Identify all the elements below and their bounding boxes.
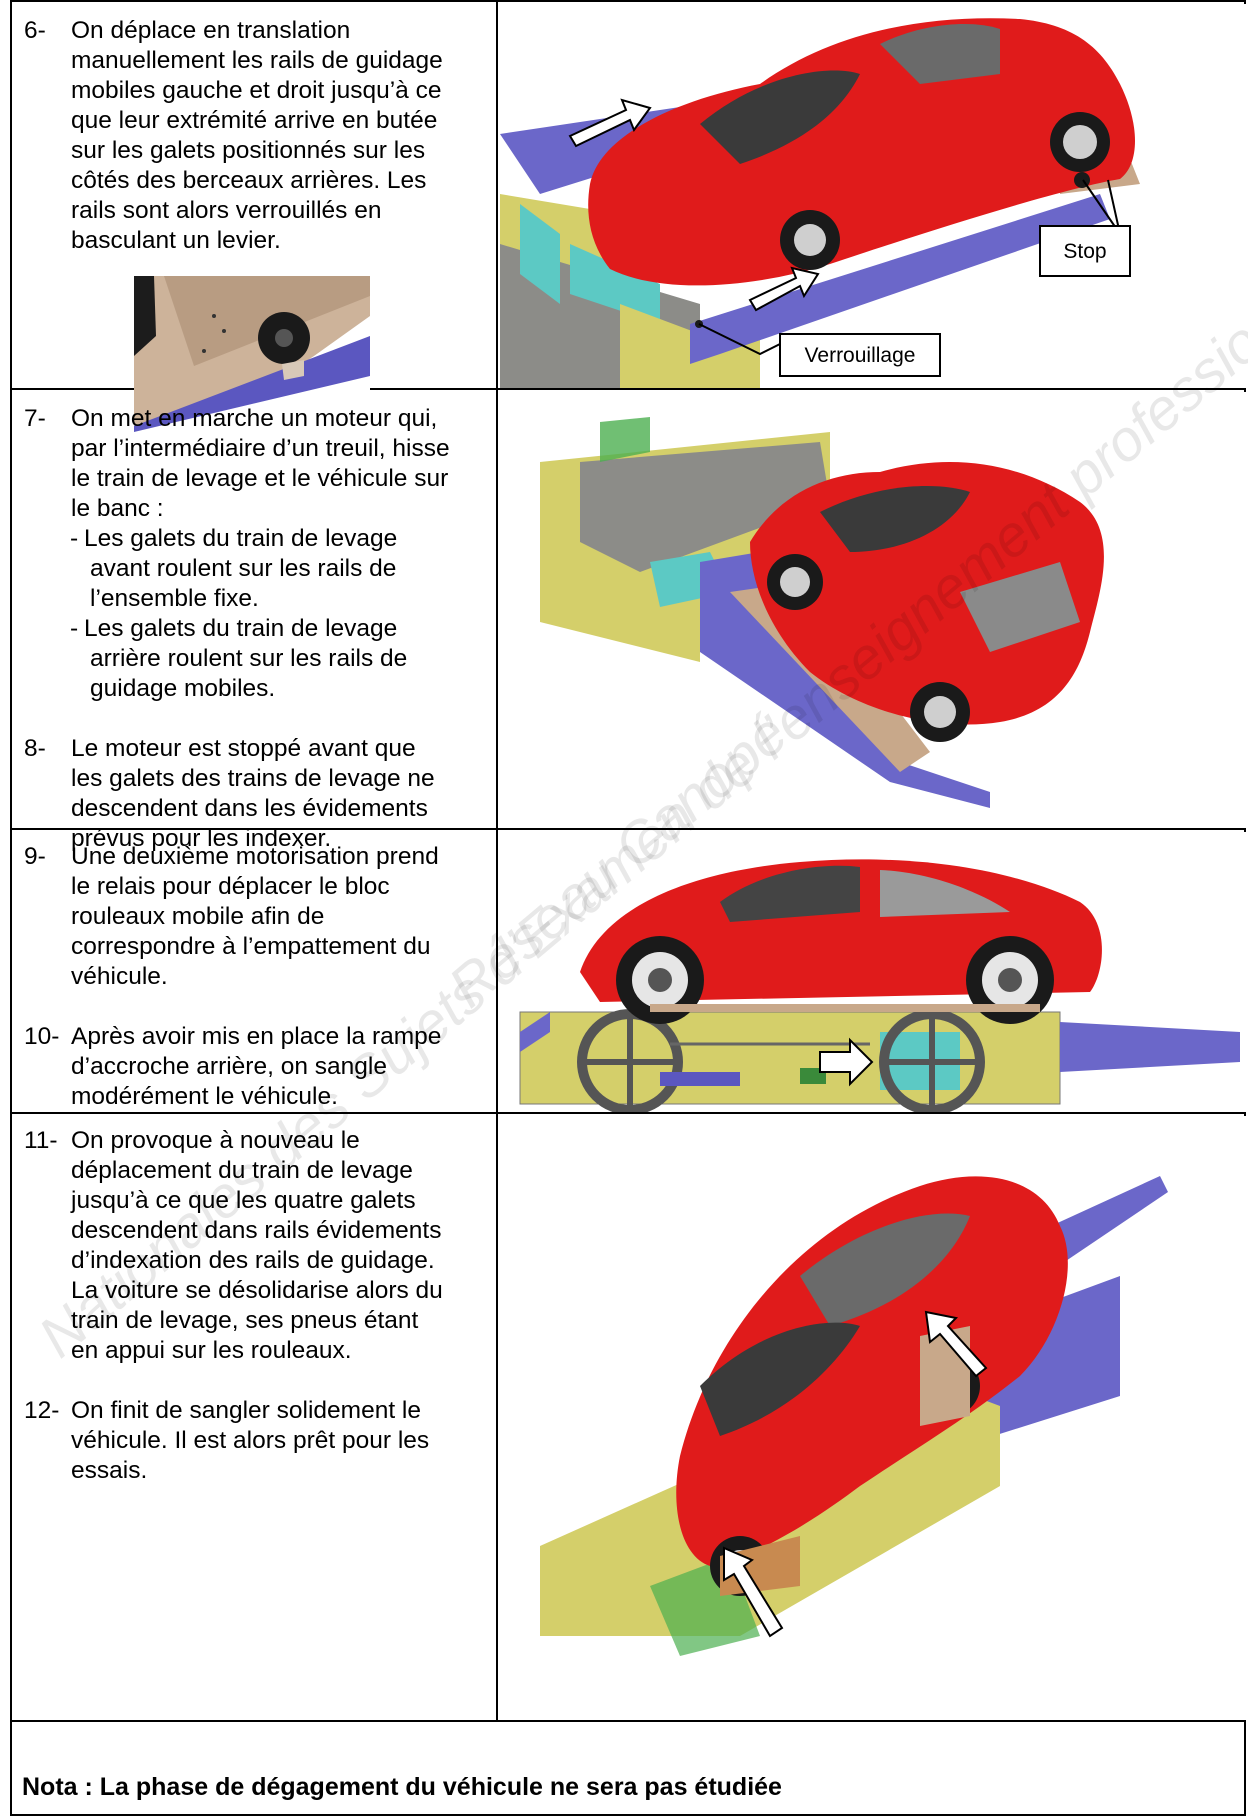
text-line: correspondre à l’empattement du xyxy=(71,933,431,960)
text-line: véhicule. xyxy=(71,963,168,990)
text-line: mobiles gauche et droit jusqu’à ce xyxy=(71,77,442,104)
bullet-dash: - xyxy=(70,615,79,642)
row-divider-1 xyxy=(12,388,1244,390)
text-line: La voiture se désolidarise alors du xyxy=(71,1277,443,1304)
text-line: prévus pour les indexer. xyxy=(71,825,332,852)
step-11-12-text: 11- On provoque à nouveau le déplacement… xyxy=(24,1126,484,1486)
text-line: côtés des berceaux arrières. Les xyxy=(71,167,427,194)
text-line: avant roulent sur les rails de xyxy=(90,555,397,582)
document-page: 6- On déplace en translation manuellemen… xyxy=(10,0,1246,1816)
text-line: que leur extrémité arrive en butée xyxy=(71,107,438,134)
text-line: l’ensemble fixe. xyxy=(90,585,259,612)
text-line: train de levage, ses pneus étant xyxy=(71,1307,419,1334)
text-line: Après avoir mis en place la rampe xyxy=(71,1023,442,1050)
text-line: On déplace en translation xyxy=(71,17,351,44)
text-line: les galets des trains de levage ne xyxy=(71,765,435,792)
row-divider-4 xyxy=(12,1720,1244,1722)
text-line: essais. xyxy=(71,1457,148,1484)
stop-callout-label: Stop xyxy=(1063,240,1106,263)
text-line: modérément le véhicule. xyxy=(71,1083,338,1110)
step-6-text: 6- On déplace en translation manuellemen… xyxy=(24,16,484,256)
final-indexing-figure xyxy=(500,1116,1246,1720)
text-line: guidage mobiles. xyxy=(90,675,276,702)
text-line: Le moteur est stoppé avant que xyxy=(71,735,416,762)
text-line: par l’intermédiaire d’un treuil, hisse xyxy=(71,435,450,462)
text-line: sur les galets positionnés sur les xyxy=(71,137,426,164)
text-line: le banc : xyxy=(71,495,164,522)
winch-hoisting-figure xyxy=(500,392,1246,828)
text-line: Une deuxième motorisation prend xyxy=(71,843,439,870)
column-divider xyxy=(496,2,498,1722)
bullet-dash: - xyxy=(70,525,79,552)
row-divider-2 xyxy=(12,828,1244,830)
text-line: d’indexation des rails de guidage. xyxy=(71,1247,435,1274)
nota-footnote: Nota : La phase de dégagement du véhicul… xyxy=(22,1773,782,1801)
text-line: descendent dans les évidements xyxy=(71,795,428,822)
text-line: manuellement les rails de guidage xyxy=(71,47,443,74)
text-line: basculant un levier. xyxy=(71,227,281,254)
text-line: Les galets du train de levage xyxy=(84,615,398,642)
step-number: 12- xyxy=(24,1397,60,1424)
step-number: 7- xyxy=(24,405,46,432)
row-divider-3 xyxy=(12,1112,1244,1114)
text-line: le train de levage et le véhicule sur xyxy=(71,465,449,492)
step-number: 10- xyxy=(24,1023,60,1050)
text-line: descendent dans rails évidements xyxy=(71,1217,442,1244)
step-number: 6- xyxy=(24,17,46,44)
rail-translation-figure: Stop Verrouillage xyxy=(500,4,1246,388)
step-number: 9- xyxy=(24,843,46,870)
step-number: 8- xyxy=(24,735,46,762)
roller-block-side-view-figure xyxy=(500,832,1246,1112)
text-line: déplacement du train de levage xyxy=(71,1157,413,1184)
text-line: le relais pour déplacer le bloc xyxy=(71,873,390,900)
text-line: véhicule. Il est alors prêt pour les xyxy=(71,1427,430,1454)
text-line: d’accroche arrière, on sangle xyxy=(71,1053,387,1080)
text-line: jusqu’à ce que les quatre galets xyxy=(71,1187,416,1214)
text-line: On finit de sangler solidement le xyxy=(71,1397,421,1424)
text-line: On provoque à nouveau le xyxy=(71,1127,360,1154)
locking-lever-detail-image xyxy=(134,276,370,432)
text-line: Les galets du train de levage xyxy=(84,525,398,552)
text-line: rouleaux mobile afin de xyxy=(71,903,325,930)
text-line: rails sont alors verrouillés en xyxy=(71,197,382,224)
text-line: arrière roulent sur les rails de xyxy=(90,645,408,672)
step-7-8-text: 7- On met en marche un moteur qui, par l… xyxy=(24,404,484,854)
text-line: On met en marche un moteur qui, xyxy=(71,405,438,432)
text-line: en appui sur les rouleaux. xyxy=(71,1337,352,1364)
step-number: 11- xyxy=(24,1127,58,1154)
step-9-10-text: 9- Une deuxième motorisation prend le re… xyxy=(24,842,484,1112)
verrouillage-callout-label: Verrouillage xyxy=(805,344,916,367)
